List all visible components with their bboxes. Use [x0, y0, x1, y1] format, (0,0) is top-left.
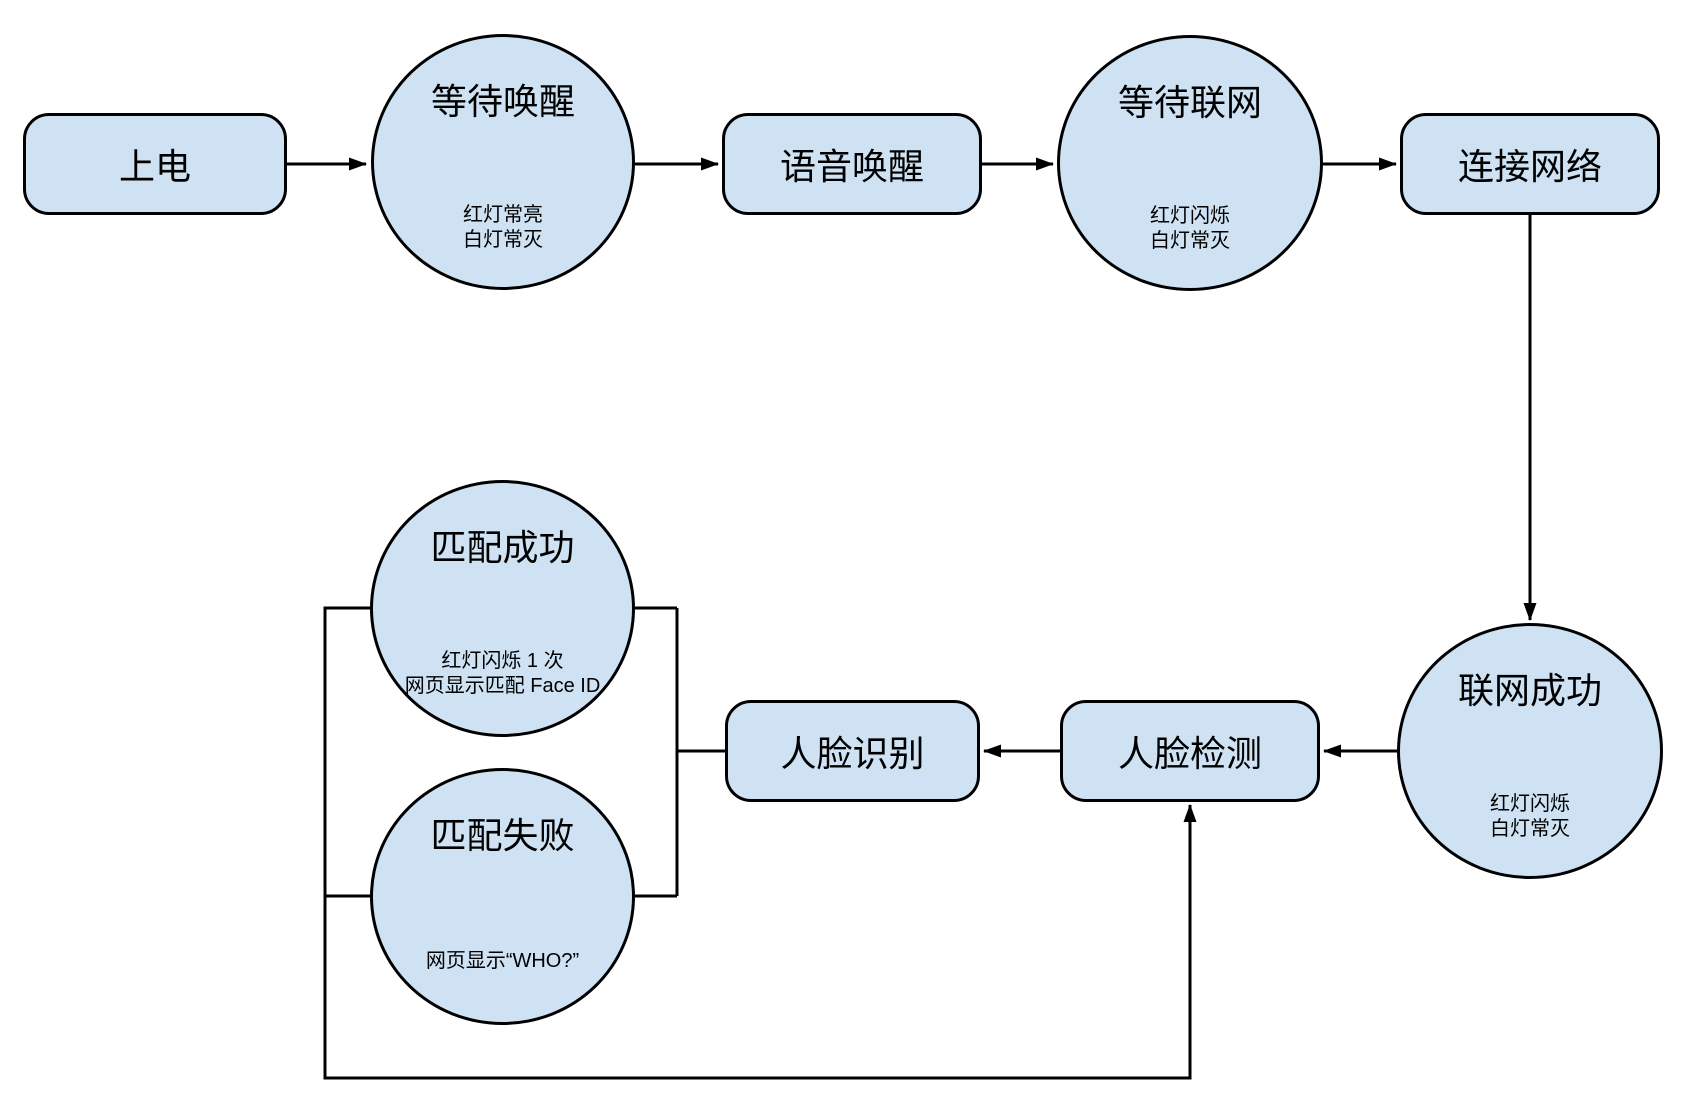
node-subtext: 红灯闪烁 白灯常灭 [1400, 792, 1660, 842]
node-wait-network: 等待联网 红灯闪烁 白灯常灭 [1057, 35, 1323, 291]
node-label: 连接网络 [1457, 146, 1602, 187]
node-face-detect: 人脸检测 [1060, 700, 1320, 802]
node-face-recognize: 人脸识别 [725, 700, 980, 802]
node-match-fail: 匹配失败 网页显示“WHO?” [370, 768, 635, 1025]
subtext-line: 红灯闪烁 [1490, 793, 1570, 815]
line-facerecognize-branch-bracket [635, 606, 725, 898]
subtext-line: 红灯常亮 [463, 204, 543, 226]
node-subtext: 网页显示“WHO?” [373, 949, 632, 974]
arrow-loopback-to-facedetect [323, 606, 1197, 1080]
node-power-on: 上电 [23, 113, 287, 215]
node-title: 匹配成功 [430, 527, 575, 568]
node-wait-wake: 等待唤醒 红灯常亮 白灯常灭 [371, 34, 635, 290]
node-label: 人脸识别 [780, 733, 925, 774]
subtext-line: 白灯常灭 [1150, 230, 1230, 252]
node-label: 人脸检测 [1117, 733, 1262, 774]
node-title: 匹配失败 [430, 815, 575, 856]
subtext-line: 白灯常灭 [463, 229, 543, 251]
node-subtext: 红灯闪烁 1 次 网页显示匹配 Face ID [373, 649, 632, 699]
subtext-line: 红灯闪烁 1 次 [441, 650, 564, 672]
node-label: 上电 [118, 146, 191, 187]
node-title: 联网成功 [1457, 670, 1602, 711]
node-label: 语音唤醒 [779, 146, 924, 187]
node-subtext: 红灯闪烁 白灯常灭 [1060, 204, 1320, 254]
node-match-success: 匹配成功 红灯闪烁 1 次 网页显示匹配 Face ID [370, 480, 635, 737]
node-connect-network: 连接网络 [1400, 113, 1660, 215]
subtext-line: 网页显示“WHO?” [425, 950, 580, 972]
node-title: 等待联网 [1117, 82, 1262, 123]
subtext-line: 红灯闪烁 [1150, 205, 1230, 227]
node-title: 等待唤醒 [430, 81, 575, 122]
node-voice-wake: 语音唤醒 [722, 113, 982, 215]
subtext-line: 白灯常灭 [1490, 818, 1570, 840]
node-subtext: 红灯常亮 白灯常灭 [374, 203, 632, 253]
node-network-success: 联网成功 红灯闪烁 白灯常灭 [1397, 623, 1663, 879]
subtext-line: 网页显示匹配 Face ID [404, 675, 601, 697]
